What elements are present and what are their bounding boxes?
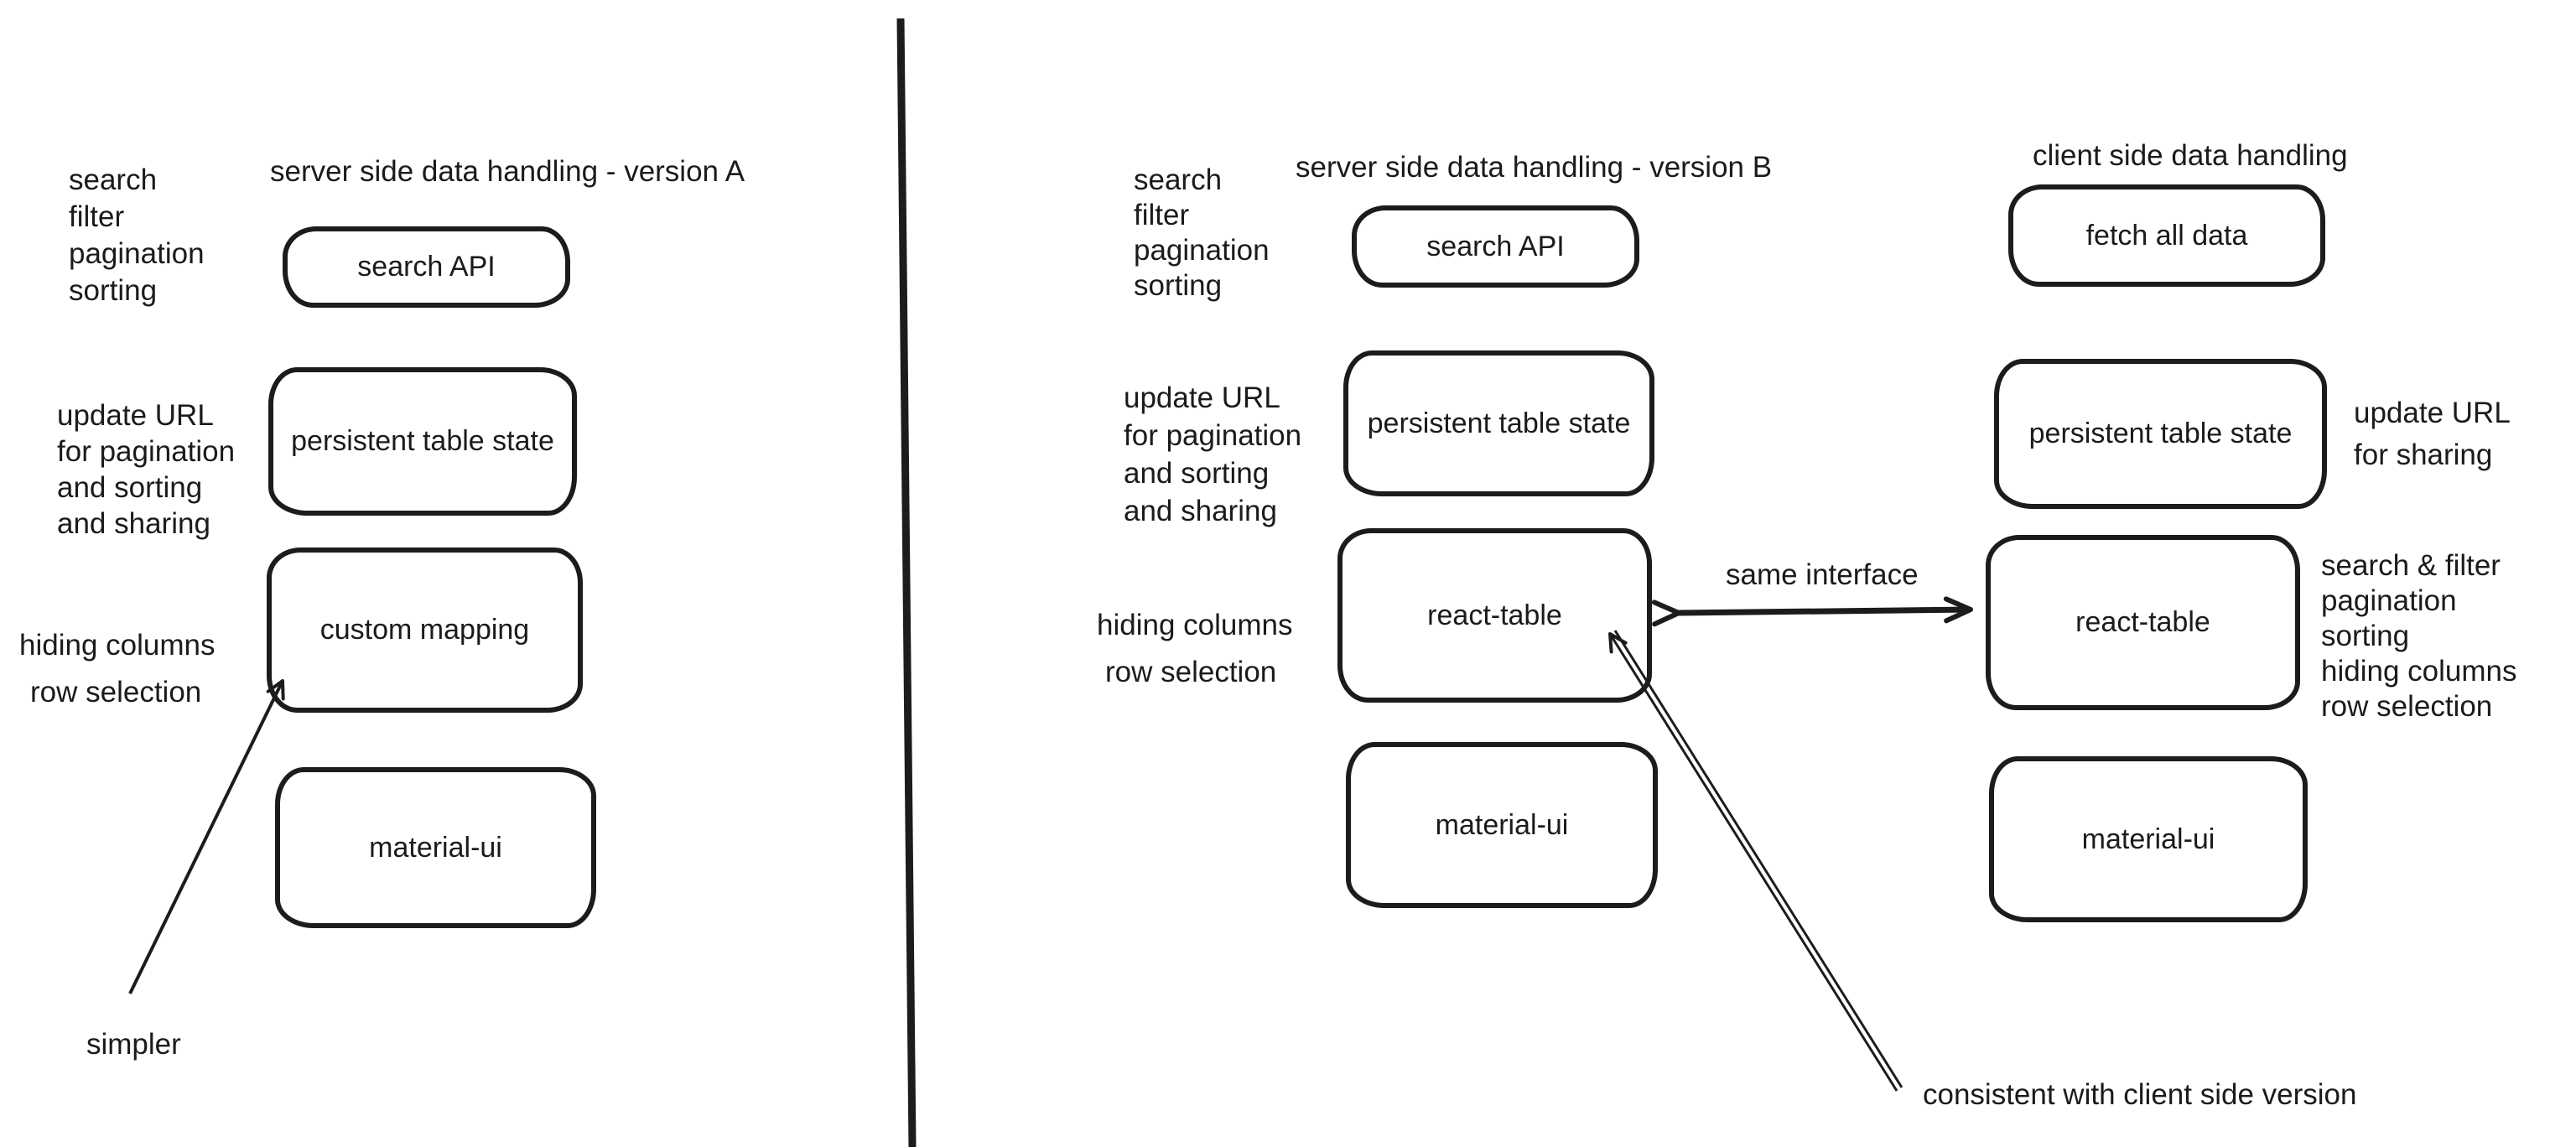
section-divider-line: [896, 18, 917, 1147]
version-b-title: server side data handling - version B: [1296, 151, 1773, 184]
version-b-react-table-box: react-table: [1337, 528, 1652, 703]
client-side-material-ui-label: material-ui: [2081, 823, 2215, 855]
client-side-material-ui-box: material-ui: [1989, 756, 2308, 922]
version-b-material-ui-label: material-ui: [1435, 808, 1569, 841]
client-side-persistent-table-state-box: persistent table state: [1994, 359, 2327, 509]
consistent-with-client-note: consistent with client side version: [1923, 1078, 2357, 1111]
version-a-search-api-label: search API: [357, 251, 496, 283]
version-b-features-note: search filter pagination sorting: [1134, 163, 1270, 302]
version-b-row-selection-note: row selection: [1105, 656, 1277, 688]
same-interface-label: same interface: [1726, 558, 1919, 591]
version-a-features-note: search filter pagination sorting: [69, 163, 205, 307]
client-side-title: client side data handling: [2033, 139, 2348, 172]
version-a-persistent-table-state-label: persistent table state: [291, 425, 554, 457]
version-b-update-url-note: update URL for pagination and sorting an…: [1124, 381, 1302, 527]
consistent-arrow-line-b: [1613, 630, 1903, 1088]
version-a-custom-mapping-label: custom mapping: [319, 614, 530, 646]
version-a-simpler-note: simpler: [86, 1028, 181, 1061]
version-a-custom-mapping-box: custom mapping: [267, 548, 583, 713]
version-b-persistent-table-state-label: persistent table state: [1367, 407, 1631, 439]
client-side-fetch-all-data-box: fetch all data: [2008, 184, 2325, 287]
version-a-search-api-box: search API: [283, 226, 570, 308]
version-a-update-url-note: update URL for pagination and sorting an…: [57, 399, 236, 540]
same-interface-arrow: [1651, 596, 1973, 627]
version-b-search-api-box: search API: [1352, 205, 1639, 288]
client-side-features-note: search & filter pagination sorting hidin…: [2321, 549, 2517, 723]
version-b-react-table-label: react-table: [1427, 599, 1562, 631]
version-a-material-ui-label: material-ui: [369, 831, 502, 864]
client-side-react-table-box: react-table: [1986, 535, 2300, 710]
simpler-arrow: [128, 679, 285, 994]
version-b-persistent-table-state-box: persistent table state: [1343, 350, 1654, 496]
version-a-persistent-table-state-box: persistent table state: [268, 367, 577, 516]
client-side-fetch-all-data-label: fetch all data: [2085, 219, 2248, 252]
client-side-react-table-label: react-table: [2075, 606, 2210, 638]
client-side-update-url-note: update URL for sharing: [2354, 397, 2511, 471]
version-b-search-api-label: search API: [1426, 230, 1565, 262]
version-a-row-selection-note: row selection: [30, 676, 202, 708]
client-side-persistent-table-state-label: persistent table state: [2028, 418, 2293, 449]
version-a-title: server side data handling - version A: [270, 155, 745, 188]
version-a-material-ui-box: material-ui: [275, 767, 596, 928]
version-b-material-ui-box: material-ui: [1346, 742, 1658, 908]
version-a-hiding-columns-note: hiding columns: [19, 629, 216, 662]
version-b-hiding-columns-note: hiding columns: [1097, 609, 1293, 641]
